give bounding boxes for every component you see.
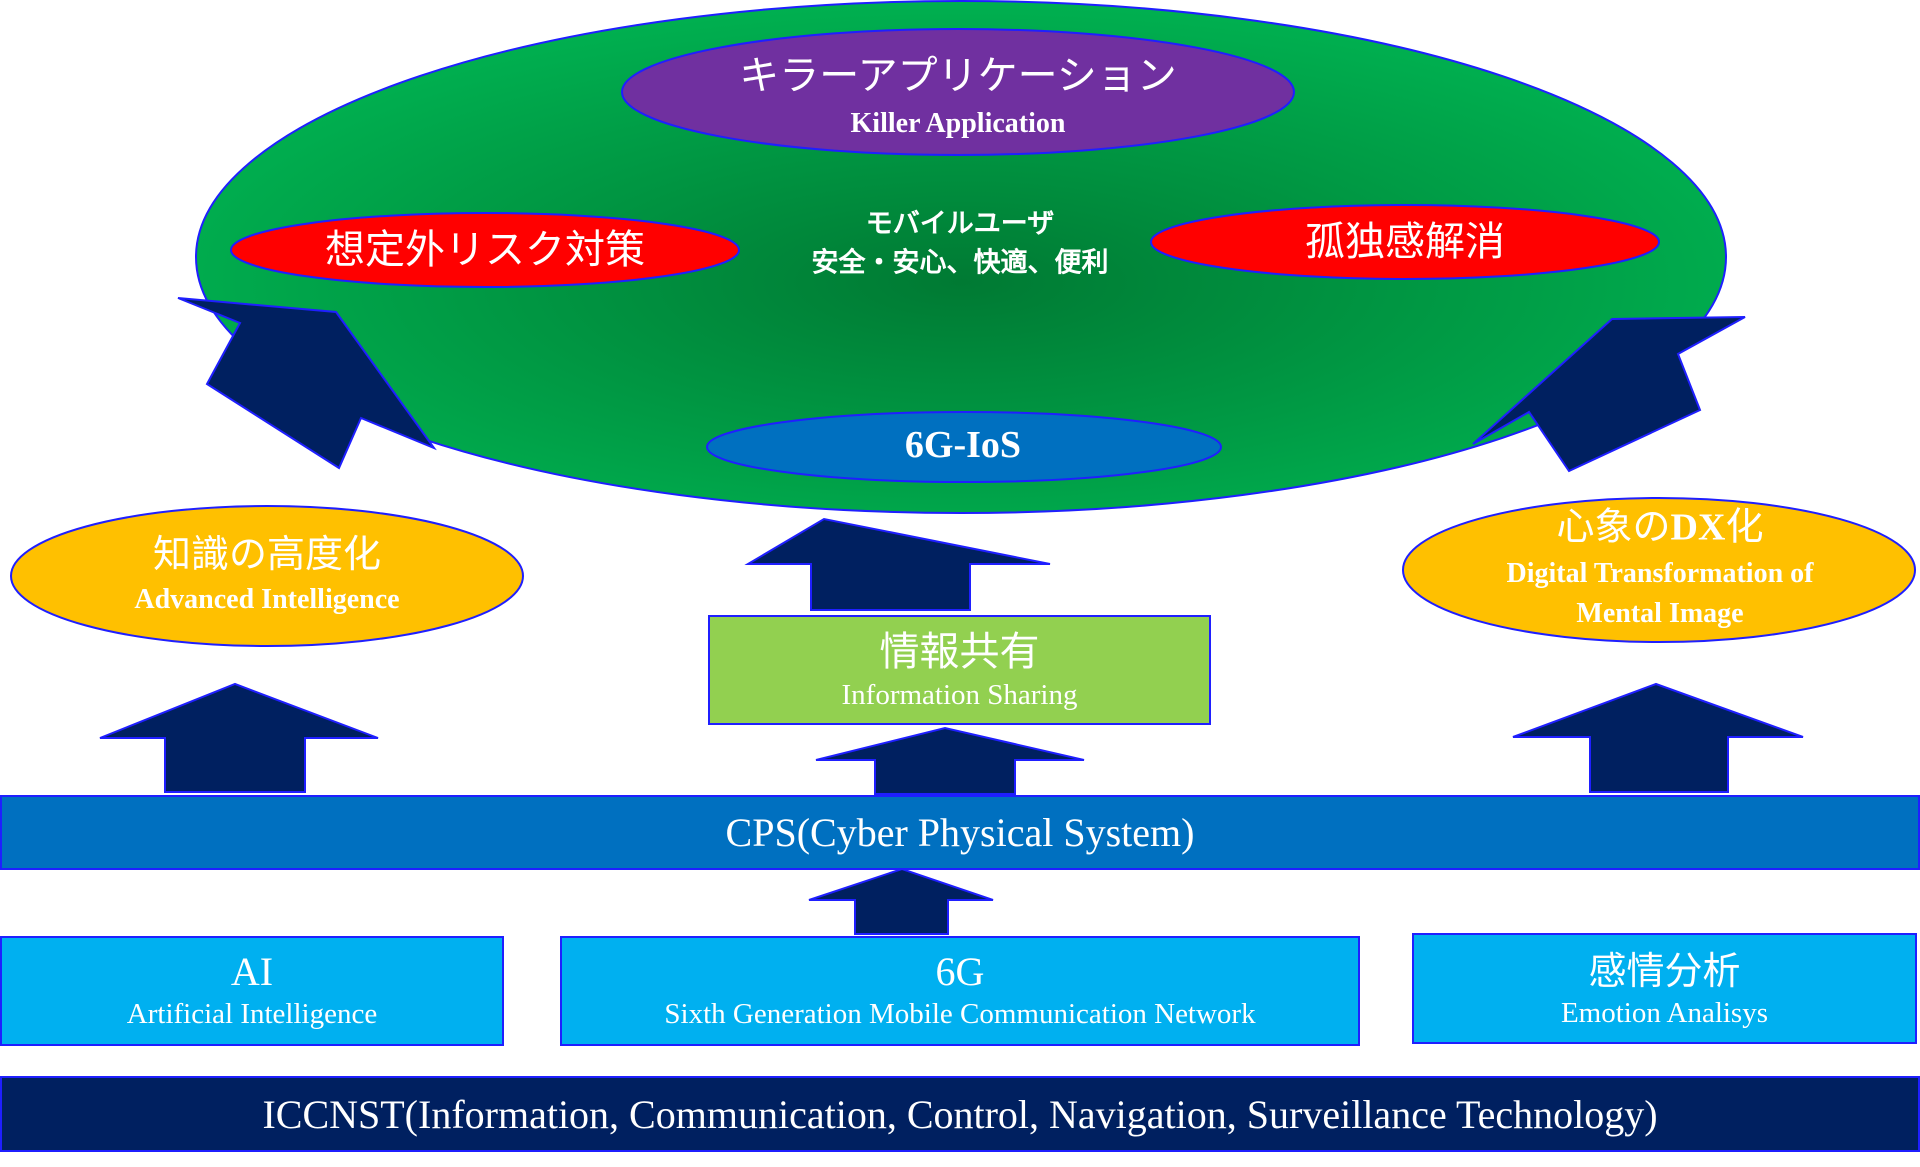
- dx-jp-suffix: 化: [1725, 504, 1764, 549]
- arrow-to-advanced-intelligence: [99, 682, 379, 793]
- loneliness-label: 孤独感解消: [1305, 219, 1505, 265]
- ios-label: 6G-IoS: [904, 424, 1022, 467]
- dx-ellipse: [1402, 497, 1916, 643]
- dx-jp: 心象のDX化: [1556, 504, 1764, 551]
- tech-box-ai: AI Artificial Intelligence: [0, 936, 504, 1046]
- killer-app-ellipse: [621, 28, 1295, 156]
- advanced-intelligence-jp: 知識の高度化: [152, 532, 382, 577]
- tech-box-6g: 6G Sixth Generation Mobile Communication…: [560, 936, 1360, 1046]
- killer-app-en: Killer Application: [850, 107, 1066, 139]
- tech-box-emotion: 感情分析 Emotion Analisys: [1412, 933, 1917, 1044]
- tech-title: 感情分析: [1588, 948, 1741, 993]
- iccnst-label: ICCNST(Information, Communication, Contr…: [262, 1091, 1658, 1137]
- arrow-to-cps: [808, 867, 994, 935]
- dx-jp-bold: DX: [1670, 506, 1726, 549]
- cps-label: CPS(Cyber Physical System): [725, 810, 1195, 855]
- advanced-intelligence-ellipse: [10, 505, 524, 647]
- loneliness-ellipse: [1150, 204, 1660, 280]
- iccnst-bar: ICCNST(Information, Communication, Contr…: [0, 1076, 1920, 1152]
- arrow-right-diagonal: [1472, 316, 1746, 473]
- info-sharing-jp: 情報共有: [879, 629, 1040, 675]
- tech-subtitle: Artificial Intelligence: [126, 998, 378, 1030]
- tech-subtitle: Sixth Generation Mobile Communication Ne…: [664, 998, 1256, 1030]
- arrow-to-ios: [744, 517, 1051, 611]
- tech-title: 6G: [935, 949, 985, 994]
- advanced-intelligence-en: Advanced Intelligence: [134, 583, 400, 615]
- info-sharing-en: Information Sharing: [841, 679, 1078, 711]
- mobile-user-line1: モバイルユーザ: [865, 208, 1055, 240]
- dx-en-line2: Mental Image: [1576, 597, 1744, 629]
- tech-subtitle: Emotion Analisys: [1560, 996, 1769, 1029]
- dx-en-line1: Digital Transformation of: [1506, 557, 1814, 589]
- arrow-to-info-sharing: [815, 726, 1085, 795]
- risk-label: 想定外リスク対策: [325, 227, 645, 273]
- killer-app-jp: キラーアプリケーション: [739, 53, 1177, 99]
- dx-jp-prefix: 心象の: [1556, 504, 1671, 549]
- arrow-left-diagonal: [177, 297, 437, 470]
- info-sharing-box: 情報共有 Information Sharing: [708, 615, 1211, 725]
- risk-ellipse: [230, 212, 740, 288]
- mobile-user-ellipse: [195, 0, 1727, 514]
- cps-bar: CPS(Cyber Physical System): [0, 795, 1920, 870]
- tech-title: AI: [230, 949, 274, 994]
- arrow-to-dx: [1512, 682, 1804, 793]
- ios-ellipse: [706, 411, 1222, 483]
- mobile-user-line2: 安全・安心、快適、便利: [811, 247, 1109, 279]
